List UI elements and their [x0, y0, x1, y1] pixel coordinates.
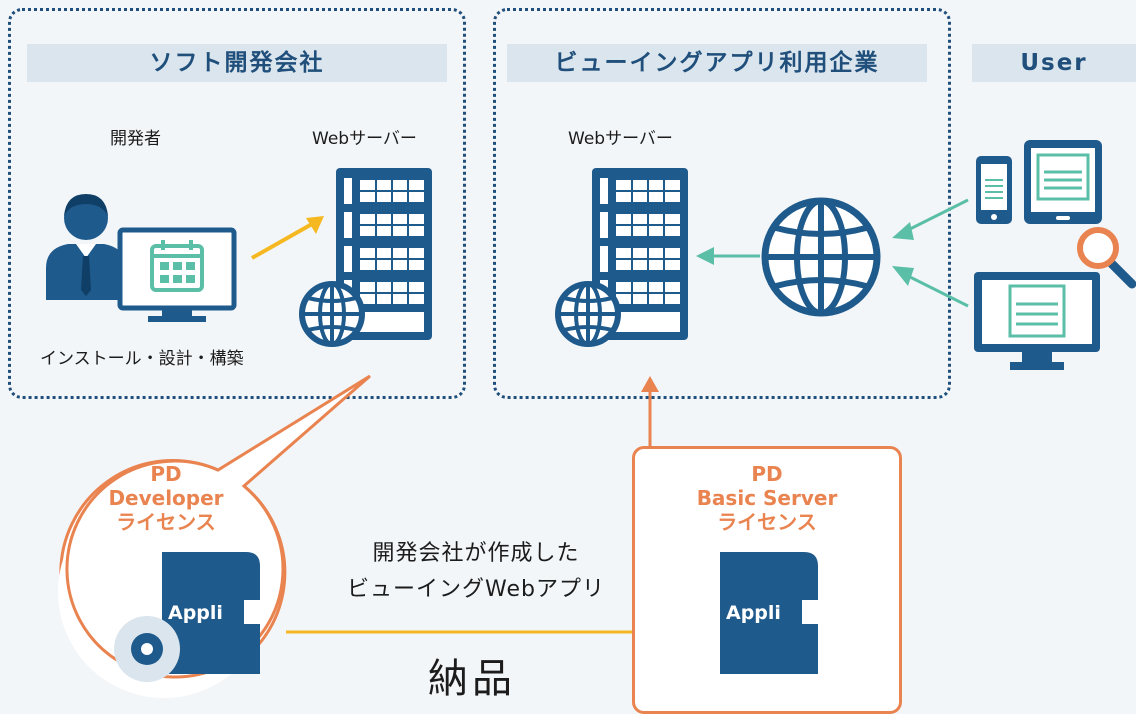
- appli-label-2: Appli: [726, 602, 781, 624]
- developer-license-title: PD Developer ライセンス: [104, 462, 228, 534]
- magnifier-icon: [1077, 227, 1136, 289]
- developer-label: 開発者: [110, 129, 161, 149]
- desktop-monitor-icon: [974, 272, 1100, 370]
- web-server-icon-1: [299, 168, 432, 347]
- basic-server-license-line2: Basic Server: [696, 486, 838, 510]
- developer-icon: [46, 194, 126, 300]
- delivery-line1: 開発会社が作成した: [372, 541, 580, 566]
- developer-license-line1: PD: [150, 462, 182, 486]
- request-arrow-desktop: [892, 266, 969, 308]
- appli-package-icon-2: [716, 552, 820, 674]
- deploy-arrow: [251, 216, 324, 260]
- request-arrow-server: [696, 247, 760, 265]
- delivery-line2: ビューイングWebアプリ: [347, 577, 605, 602]
- delivery-description: 開発会社が作成した ビューイングWebアプリ: [334, 536, 618, 608]
- delivery-action-label: 納品: [428, 656, 516, 702]
- user-header: User: [972, 44, 1136, 82]
- web-server-label-2: Webサーバー: [568, 129, 673, 149]
- developer-monitor-icon: [117, 227, 237, 322]
- web-server-label-1: Webサーバー: [312, 129, 417, 149]
- delivery-arrow: [286, 623, 674, 641]
- install-caption: インストール・設計・構築: [40, 349, 244, 369]
- developer-license-line3: ライセンス: [116, 510, 216, 534]
- license-install-arrow: [641, 376, 659, 446]
- tablet-icon: [1024, 140, 1102, 224]
- viewing-company-box: [493, 8, 951, 399]
- developer-company-box: [8, 8, 466, 399]
- cd-disc-icon: [114, 616, 180, 682]
- basic-server-license-line1: PD: [751, 462, 783, 486]
- basic-server-license-title: PD Basic Server ライセンス: [690, 462, 844, 534]
- globe-icon-small-1: [299, 281, 365, 347]
- appli-label-1: Appli: [168, 602, 223, 624]
- appli-package-icon-1: [158, 552, 262, 674]
- smartphone-icon: [976, 156, 1012, 224]
- developer-license-line2: Developer: [108, 486, 224, 510]
- internet-globe-icon: [761, 197, 881, 317]
- calendar-icon: [150, 240, 204, 292]
- developer-company-header: ソフト開発会社: [27, 44, 447, 82]
- request-arrow-mobile: [892, 198, 969, 240]
- web-server-icon-2: [555, 168, 688, 347]
- viewing-company-header: ビューイングアプリ利用企業: [507, 44, 927, 82]
- globe-icon-small-2: [555, 281, 621, 347]
- basic-server-license-line3: ライセンス: [717, 510, 817, 534]
